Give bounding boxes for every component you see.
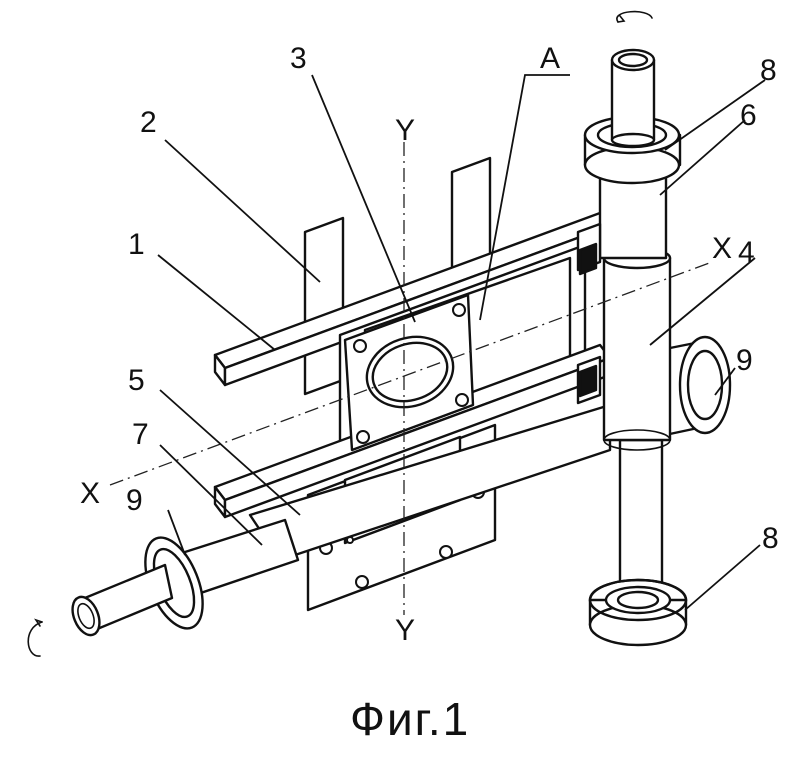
frame-brackets bbox=[576, 222, 602, 405]
axes bbox=[109, 142, 713, 615]
axis-label-y-top: Y bbox=[395, 114, 415, 147]
label-7: 7 bbox=[132, 418, 149, 451]
label-3: 3 bbox=[290, 42, 307, 75]
label-8-bottom: 8 bbox=[762, 522, 779, 555]
figure-caption: Фиг.1 bbox=[350, 693, 470, 745]
label-A: A bbox=[540, 42, 560, 75]
vertical-shaft bbox=[583, 48, 688, 647]
rotation-arrow-left-icon bbox=[27, 618, 43, 657]
label-8-top: 8 bbox=[760, 54, 777, 87]
leader-lines bbox=[157, 74, 766, 611]
label-4: 4 bbox=[738, 236, 755, 269]
part-labels: 1 2 3 A 4 5 6 7 8 8 9 9 X X Y Y bbox=[80, 42, 779, 647]
label-9-right: 9 bbox=[736, 344, 753, 377]
axis-label-y-bottom: Y bbox=[395, 614, 415, 647]
label-5: 5 bbox=[128, 364, 145, 397]
axis-label-x-left: X bbox=[80, 477, 100, 510]
plate-with-window bbox=[343, 293, 475, 452]
horizontal-shaft bbox=[71, 403, 612, 637]
label-2: 2 bbox=[140, 106, 157, 139]
rotation-arrow-top-icon bbox=[616, 10, 653, 23]
label-9-left: 9 bbox=[126, 484, 143, 517]
label-6: 6 bbox=[740, 99, 757, 132]
label-1: 1 bbox=[128, 228, 145, 261]
axis-label-x-right: X bbox=[712, 232, 732, 265]
right-roller bbox=[658, 335, 732, 437]
